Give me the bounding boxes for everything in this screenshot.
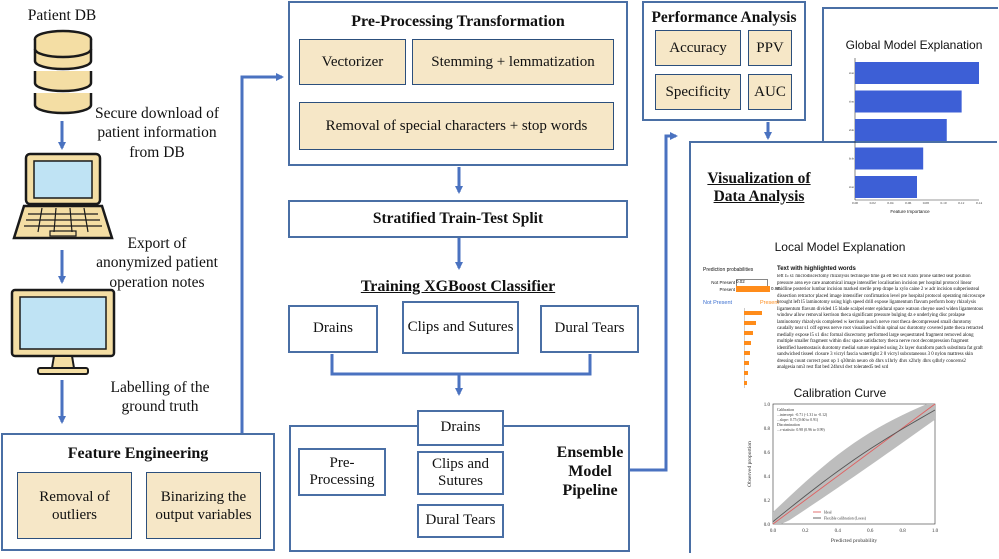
global-feature-label: fluoride bbox=[849, 128, 855, 132]
global-xlabel: Feature Importance bbox=[890, 209, 930, 214]
prob-present-value: 0.98 bbox=[771, 286, 780, 291]
global-tick-label: 0.12 bbox=[958, 201, 964, 204]
training-dural-box: Dural Tears bbox=[540, 305, 639, 353]
highlighted-text-title: Text with highlighted words bbox=[777, 266, 856, 272]
calibration-ylabel: Observed proportion bbox=[747, 441, 753, 487]
ensemble-drains-box: Drains bbox=[417, 410, 504, 446]
calibration-x-tick: 0.8 bbox=[899, 529, 906, 534]
preprocessing-panel: Pre-Processing Transformation Vectorizer… bbox=[288, 1, 628, 166]
metric-specificity: Specificity bbox=[655, 74, 741, 110]
global-explanation-title: Global Model Explanation bbox=[845, 38, 983, 52]
global-feature-label: fusion bbox=[849, 71, 855, 75]
global-tick-label: 0.14 bbox=[976, 201, 982, 204]
prob-present-bar bbox=[736, 286, 770, 292]
calibration-y-tick: 1.0 bbox=[764, 403, 771, 408]
highlighted-text-body: left l5 s1 microdiscectomy rhizolysis te… bbox=[777, 274, 985, 370]
vectorizer-box: Vectorizer bbox=[299, 39, 406, 85]
global-bar-chart: fusion instrumentation fluoride pedicle stab… bbox=[835, 58, 987, 205]
ensemble-clips-box: Clips and Sutures bbox=[417, 451, 504, 495]
prob-present-label: Present bbox=[719, 287, 735, 292]
ensemble-label: Ensemble Model Pipeline bbox=[556, 444, 624, 500]
global-tick-label: 0.08 bbox=[923, 201, 929, 204]
training-clips-box: Clips and Sutures bbox=[402, 301, 519, 354]
laptop-icon bbox=[12, 152, 114, 240]
calibration-y-tick: 0.4 bbox=[764, 475, 771, 480]
preprocessing-title: Pre-Processing Transformation bbox=[351, 13, 565, 30]
calibration-y-tick: 0.2 bbox=[764, 499, 771, 504]
training-drains-box: Drains bbox=[288, 305, 378, 353]
calibration-legend-label: Ideal bbox=[824, 511, 832, 515]
local-explanation-title: Local Model Explanation bbox=[774, 240, 906, 254]
global-bar bbox=[855, 119, 947, 141]
feature-engineering-panel: Feature Engineering Removal of outliers … bbox=[1, 433, 275, 551]
removal-outliers-box: Removal of outliers bbox=[17, 472, 132, 539]
global-tick-label: 0.02 bbox=[870, 201, 876, 204]
calibration-y-tick: 0.0 bbox=[764, 523, 771, 528]
removal-special-chars-box: Removal of special characters + stop wor… bbox=[299, 102, 614, 150]
lime-feature-weights bbox=[744, 308, 762, 388]
metric-accuracy: Accuracy bbox=[655, 30, 741, 66]
metric-auc: AUC bbox=[748, 74, 792, 110]
arrow-ensemble-to-performance bbox=[630, 132, 678, 472]
calibration-stat: ...intercept: -0.71 (-1.31 to -0.12) bbox=[777, 413, 828, 417]
prob-not-present-value: 0.02 bbox=[736, 279, 745, 284]
calibration-xlabel: Predicted probability bbox=[831, 538, 878, 544]
performance-panel: Performance Analysis Accuracy PPV Specif… bbox=[642, 1, 806, 121]
step-export-notes: Export of anonymized patient operation n… bbox=[96, 235, 218, 291]
monitor-icon bbox=[10, 288, 116, 375]
calibration-x-tick: 0.2 bbox=[802, 529, 809, 534]
calibration-y-tick: 0.8 bbox=[764, 427, 771, 432]
calibration-y-tick: 0.6 bbox=[764, 451, 771, 456]
calibration-legend-label: Flexible calibration (Loess) bbox=[824, 517, 867, 521]
training-join-line bbox=[330, 354, 592, 376]
visualization-title: Visualization of Data Analysis bbox=[707, 170, 811, 205]
calibration-x-tick: 0.6 bbox=[867, 529, 874, 534]
global-tick-label: 0.04 bbox=[887, 201, 893, 204]
binarizing-outputs-box: Binarizing the output variables bbox=[146, 472, 261, 539]
calibration-stat: Discrimination bbox=[777, 423, 800, 427]
calibration-stat: Calibration bbox=[777, 408, 794, 412]
stemming-box: Stemming + lemmatization bbox=[412, 39, 614, 85]
train-test-split-box: Stratified Train-Test Split bbox=[288, 200, 628, 238]
calibration-svg: 0.00.0 0.2 0.2 0.4 0.4 0.6 0.6 0.8 0.8 1.0 1.0Pred… bbox=[747, 403, 939, 544]
calibration-x-tick: 0.0 bbox=[770, 529, 777, 534]
metric-ppv: PPV bbox=[748, 30, 792, 66]
calibration-ideal-line bbox=[772, 403, 936, 525]
global-feature-label: stabilization bbox=[849, 185, 854, 189]
global-tick-label: 0.06 bbox=[905, 201, 911, 204]
prediction-prob-title: Prediction probabilities bbox=[703, 267, 754, 273]
calibration-stat: ...slope: 0.75 (0.60 to 0.91) bbox=[777, 418, 819, 422]
global-tick-label: 0.10 bbox=[941, 201, 947, 204]
training-title: Training XGBoost Classifier bbox=[360, 278, 556, 295]
arrow-feature-to-preprocessing bbox=[240, 73, 284, 433]
calibration-x-tick: 1.0 bbox=[932, 529, 939, 534]
global-bar-svg: fusion instrumentation fluoride pedicle stab… bbox=[835, 58, 982, 205]
calibration-x-tick: 0.4 bbox=[835, 529, 842, 534]
global-bar bbox=[855, 62, 979, 84]
ensemble-dural-box: Dural Tears bbox=[417, 504, 504, 538]
calibration-title: Calibration Curve bbox=[793, 386, 887, 400]
ensemble-preprocessing-box: Pre-Processing bbox=[298, 448, 386, 496]
calibration-loess-line bbox=[772, 409, 936, 522]
step-secure-download: Secure download of patient information f… bbox=[95, 105, 219, 161]
global-bar bbox=[855, 147, 924, 170]
performance-title: Performance Analysis bbox=[651, 9, 797, 26]
database-icon bbox=[33, 29, 93, 115]
step-labelling: Labelling of the ground truth bbox=[110, 379, 210, 416]
global-bar bbox=[855, 90, 962, 113]
lime-not-present-label: Not Present bbox=[703, 300, 733, 306]
global-feature-label: pedicle bbox=[849, 157, 855, 161]
patient-db-label: Patient DB bbox=[27, 7, 97, 24]
global-tick-label: 0.00 bbox=[852, 201, 858, 204]
lime-present-label: Present bbox=[760, 300, 779, 306]
global-bar bbox=[855, 176, 917, 198]
prob-not-present-label: Not Present bbox=[711, 280, 735, 285]
feature-engineering-title: Feature Engineering bbox=[67, 445, 209, 462]
calibration-stat: ...c-statistic: 0.98 (0.96 to 0.99) bbox=[777, 428, 825, 432]
global-feature-label: instrumentation bbox=[849, 100, 854, 104]
